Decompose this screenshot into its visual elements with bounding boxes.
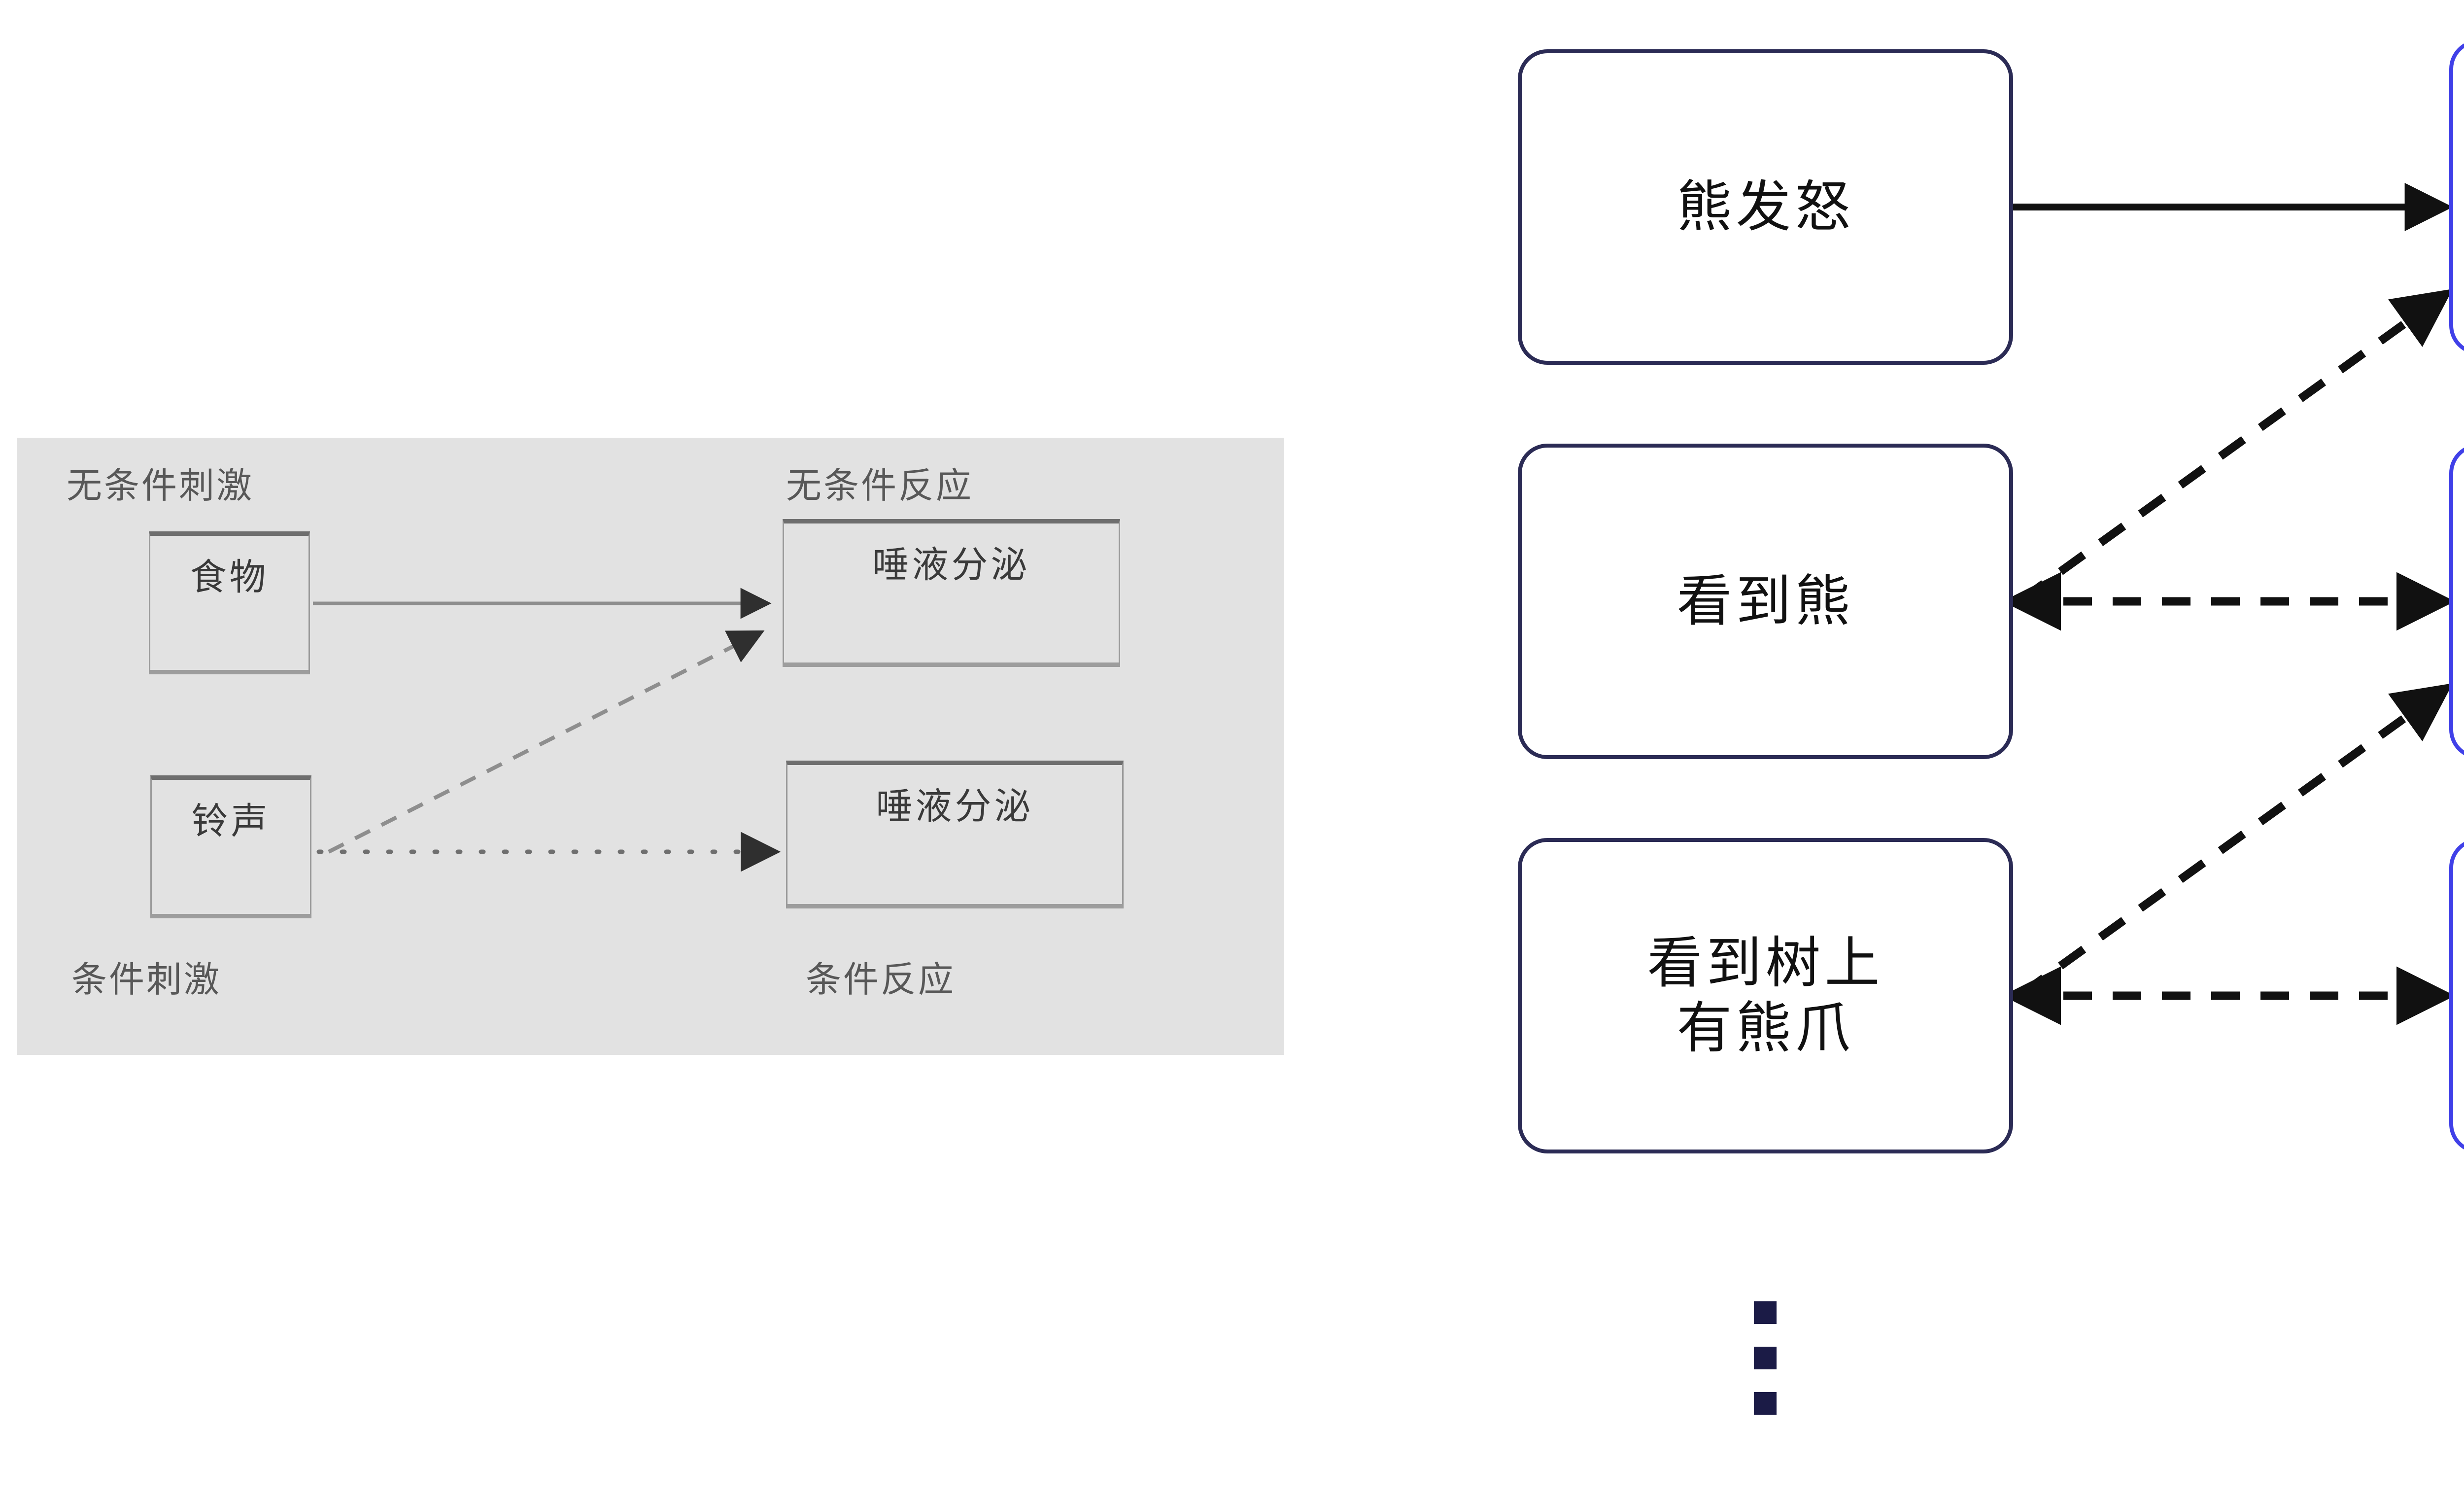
pavlov-box-food: 食物 — [149, 531, 310, 674]
ellipsis-dot — [1754, 1301, 1777, 1324]
label-unconditioned-stimulus: 无条件刺激 — [67, 466, 254, 506]
pavlov-connector-layer — [313, 588, 781, 872]
pavlov-box-bell: 铃声 — [150, 775, 311, 918]
ellipsis-dot — [1754, 1392, 1777, 1415]
node-value-s-prime: V(s′) — [2449, 444, 2464, 759]
pavlovian-conditioning-panel: 无条件刺激 无条件反应 条件刺激 条件反应 食物 铃声 唾液分泌 唾液分泌 — [17, 438, 1284, 1055]
node-value-s: V(s) — [2449, 838, 2464, 1153]
pavlov-box-salivation-bottom: 唾液分泌 — [786, 761, 1124, 908]
label-unconditioned-response: 无条件反应 — [786, 466, 974, 506]
node-see-bear-claw-label: 看到树上 有熊爪 — [1647, 932, 1884, 1059]
pavlov-box-salivation-top-label: 唾液分泌 — [872, 544, 1030, 585]
pavlov-box-salivation-bottom-label: 唾液分泌 — [876, 786, 1034, 827]
label-conditioned-stimulus: 条件刺激 — [71, 960, 222, 1000]
rl-connector-layer — [2002, 183, 2455, 1025]
td-learning-analogy-diagram: 熊发怒 看到熊 看到树上 有熊爪 奖励 V(s′) V(s) — [1454, 0, 2464, 1499]
pavlov-box-bell-label: 铃声 — [191, 801, 271, 841]
node-see-bear-claw: 看到树上 有熊爪 — [1518, 838, 2013, 1153]
node-reward: 奖励 — [2449, 39, 2464, 355]
pavlov-box-salivation-top: 唾液分泌 — [783, 519, 1120, 667]
node-bear-angry: 熊发怒 — [1518, 49, 2013, 365]
node-see-bear-label: 看到熊 — [1677, 570, 1854, 632]
node-bear-angry-label: 熊发怒 — [1677, 175, 1854, 238]
label-conditioned-response: 条件反应 — [806, 960, 956, 1000]
ellipsis-left-column — [1754, 1301, 1777, 1415]
pavlov-box-food-label: 食物 — [190, 557, 269, 597]
ellipsis-dot — [1754, 1347, 1777, 1369]
node-see-bear: 看到熊 — [1518, 444, 2013, 759]
